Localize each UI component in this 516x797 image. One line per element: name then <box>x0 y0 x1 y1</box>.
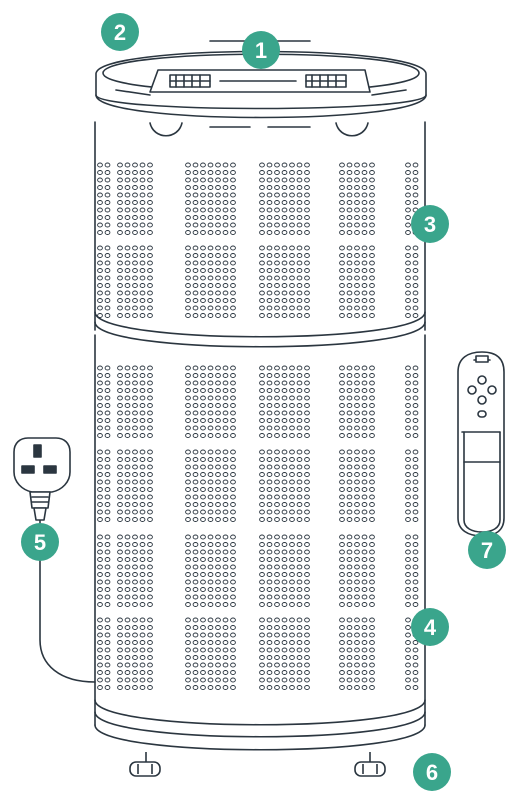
power-plug-icon <box>14 438 95 682</box>
callout-badge-3: 3 <box>411 205 449 243</box>
callout-badge-1: 1 <box>242 31 280 69</box>
callout-number: 7 <box>481 538 493 563</box>
callout-number: 5 <box>34 530 46 555</box>
callout-badge-4: 4 <box>411 608 449 646</box>
remote-control-icon <box>458 352 504 536</box>
callout-number: 3 <box>424 212 436 237</box>
castor-wheel-icon <box>130 752 385 776</box>
callout-badge-2: 2 <box>101 13 139 51</box>
air-purifier-icon <box>95 41 426 750</box>
castor-wheel-right <box>355 752 385 776</box>
callout-number: 1 <box>255 38 267 63</box>
callout-badge-6: 6 <box>413 753 451 791</box>
control-panel <box>150 70 370 92</box>
castor-wheel-left <box>130 752 160 776</box>
callout-badge-5: 5 <box>21 523 59 561</box>
callout-badge-7: 7 <box>468 531 506 569</box>
callout-number: 2 <box>114 20 126 45</box>
callout-number: 4 <box>424 615 437 640</box>
callout-number: 6 <box>426 760 438 785</box>
